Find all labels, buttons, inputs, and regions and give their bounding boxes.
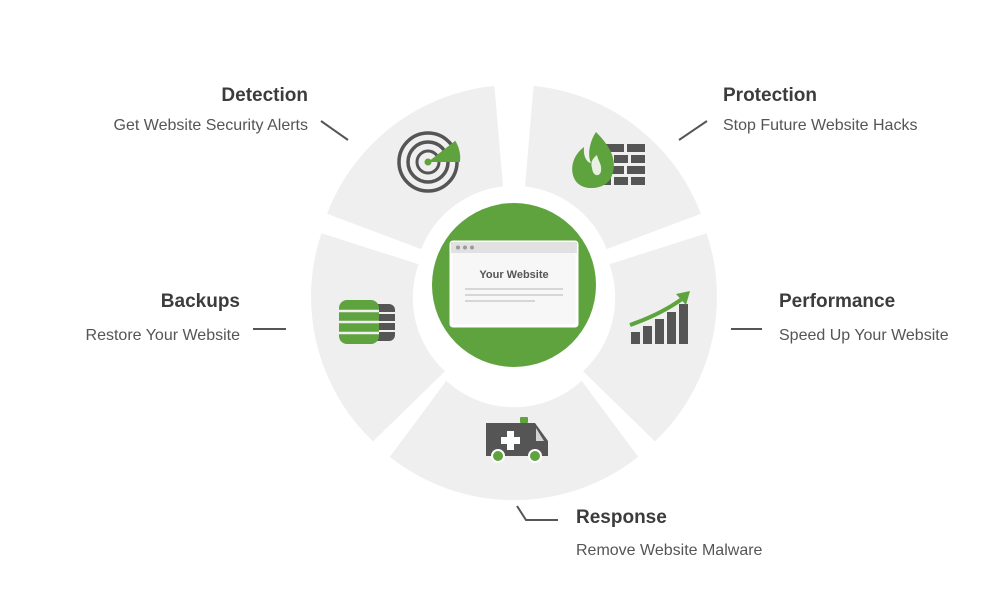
- detection-description: Get Website Security Alerts: [113, 117, 308, 134]
- ambulance-icon: [486, 417, 548, 463]
- performance-description: Speed Up Your Website: [779, 327, 949, 344]
- response-label: Response Remove Website Malware: [576, 506, 762, 562]
- radar-icon: [397, 131, 461, 193]
- connector-detection: [320, 120, 349, 141]
- growth-chart-icon: [629, 291, 690, 344]
- response-description: Remove Website Malware: [576, 542, 763, 559]
- connector-lines: [253, 120, 762, 521]
- connector-protection: [678, 120, 708, 141]
- backups-description: Restore Your Website: [85, 327, 240, 344]
- performance-label: Performance Speed Up Your Website: [779, 290, 949, 347]
- backups-title: Backups: [160, 291, 240, 312]
- backups-label: Backups Restore Your Website: [86, 290, 240, 347]
- protection-description: Stop Future Website Hacks: [723, 117, 918, 134]
- center-label: Your Website: [479, 269, 548, 281]
- performance-title: Performance: [779, 291, 896, 312]
- protection-label: Protection Stop Future Website Hacks: [723, 84, 917, 137]
- your-website-hub: Your Website: [432, 203, 596, 367]
- response-title: Response: [576, 507, 667, 528]
- browser-window-icon: [449, 240, 579, 328]
- connector-response: [516, 505, 558, 521]
- segment-detection: [327, 85, 503, 250]
- detection-title: Detection: [221, 85, 308, 106]
- protection-title: Protection: [723, 85, 817, 106]
- firewall-icon: [572, 132, 645, 189]
- database-icon: [339, 300, 395, 344]
- detection-label: Detection Get Website Security Alerts: [114, 84, 308, 137]
